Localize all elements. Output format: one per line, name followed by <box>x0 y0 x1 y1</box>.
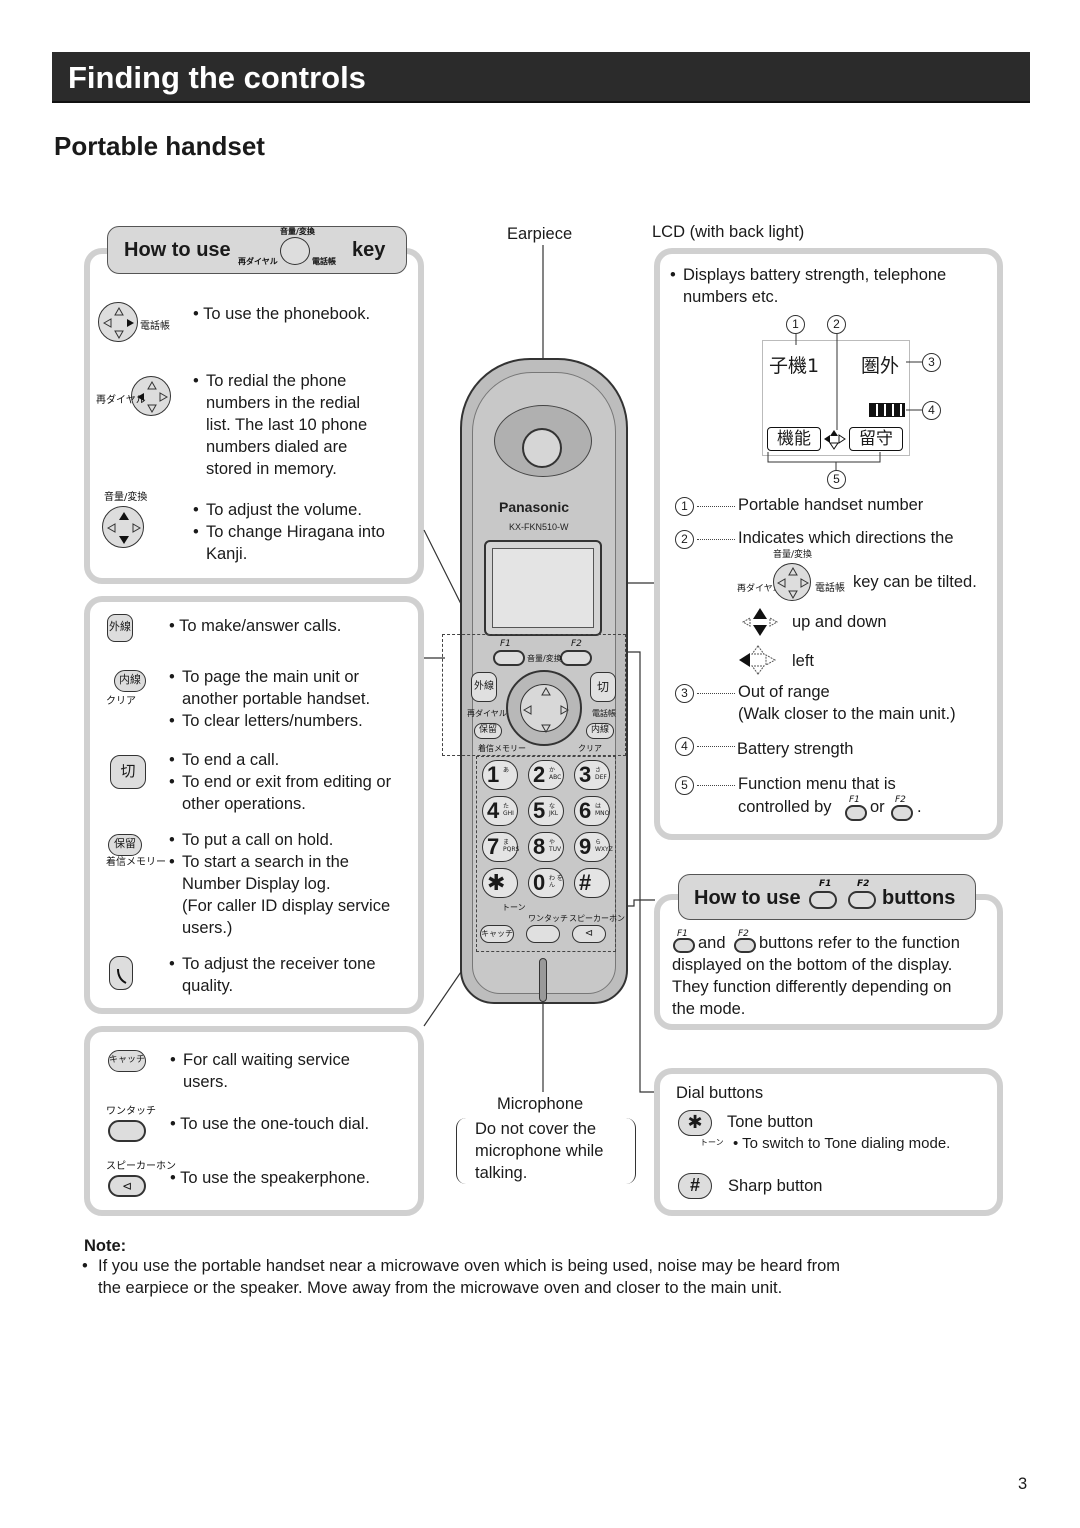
f-buttons-tab: How to use F1 F2 buttons <box>678 874 976 920</box>
earpiece-label: Earpiece <box>507 225 573 243</box>
page-number: 3 <box>1018 1475 1028 1493</box>
catch-button[interactable]: キャッチ <box>480 925 514 943</box>
f2-inline-icon <box>734 938 756 953</box>
end-call-key-icon: 切 <box>110 755 146 789</box>
speaker-text: • To use the speakerphone. <box>170 1169 370 1187</box>
f1-inline-icon <box>673 938 695 953</box>
left-arrow-icon <box>739 645 777 675</box>
gaisen-button[interactable]: 外線 <box>471 672 497 702</box>
phone-lcd-screen <box>484 540 602 636</box>
note-label: Note: <box>84 1237 127 1255</box>
phonebook-nav-icon <box>98 302 138 342</box>
keypad-outline <box>476 756 616 952</box>
end-button[interactable]: 切 <box>590 672 616 702</box>
nav-key-icon <box>280 237 310 265</box>
catch-key-icon: キャッチ <box>108 1050 146 1072</box>
sharp-button-icon: # <box>678 1173 712 1199</box>
redial-nav-icon <box>131 376 171 416</box>
hold-button[interactable]: 保留 <box>474 723 502 739</box>
lcd-label: LCD (with back light) <box>652 223 805 241</box>
gaisen-key-icon: 外線 <box>107 614 133 642</box>
item-3-text: Out of range <box>738 683 830 701</box>
onetouch-key-icon <box>108 1120 146 1142</box>
callout-2: 2 <box>827 315 846 334</box>
page-title: Finding the controls <box>68 60 366 95</box>
microphone-label: Microphone <box>497 1095 584 1113</box>
f2-small-icon <box>891 805 913 821</box>
dial-buttons-panel <box>654 1068 1003 1216</box>
brand-logo: Panasonic <box>499 499 570 515</box>
speaker-key-icon: ⊲ <box>108 1175 146 1197</box>
onetouch-button[interactable] <box>526 925 560 943</box>
keypad-button[interactable]: ✱ <box>482 868 518 898</box>
microphone-hole <box>539 958 547 1002</box>
f2-button[interactable] <box>560 650 592 666</box>
model-label: KX-FKN510-W <box>509 522 569 532</box>
speaker-button[interactable]: ⊲ <box>572 925 606 943</box>
item-1-text: Portable handset number <box>738 496 924 514</box>
naisen-key-icon: 内線 <box>114 670 146 692</box>
item-3-number: 3 <box>675 684 694 703</box>
nav-key-small-icon <box>773 563 811 601</box>
phonebook-text: • To use the phonebook. <box>193 305 371 323</box>
how-to-use-key-tab: How to use key 音量/変換 再ダイヤル 電話帳 <box>107 226 407 274</box>
keys-panel <box>84 596 424 1014</box>
soft-keys-outline <box>442 634 626 756</box>
up-down-arrow-icon <box>741 608 779 636</box>
callout-5: 5 <box>827 470 846 489</box>
tone-button-icon: ✱ <box>678 1110 712 1136</box>
section-heading: Portable handset <box>54 131 265 161</box>
keypad-button[interactable]: # <box>574 868 610 898</box>
naisen-button[interactable]: 内線 <box>586 723 614 739</box>
callout-1: 1 <box>786 315 805 334</box>
item-1-number: 1 <box>675 497 694 516</box>
receiver-tone-key-icon <box>109 956 133 990</box>
mic-note: Do not cover the microphone while talkin… <box>456 1118 636 1184</box>
earpiece-circle <box>522 428 562 468</box>
onetouch-text: • To use the one-touch dial. <box>170 1115 370 1133</box>
f1-small-icon <box>845 805 867 821</box>
callout-4: 4 <box>922 401 941 420</box>
item-2-text: Indicates which directions the <box>738 529 954 547</box>
hold-key-icon: 保留 <box>108 834 142 856</box>
item-4-number: 4 <box>675 737 694 756</box>
volume-nav-icon <box>102 506 144 548</box>
nav-key[interactable] <box>506 670 582 746</box>
item-4-text: Battery strength <box>737 740 854 758</box>
callout-3: 3 <box>922 353 941 372</box>
title-bar: Finding the controls <box>52 52 1030 103</box>
f1-button[interactable] <box>493 650 525 666</box>
item-5-text: Function menu that is <box>738 775 896 793</box>
lcd-illustration: 子機1 圏外 機能 留守 <box>762 340 910 456</box>
item-5-number: 5 <box>675 776 694 795</box>
item-2-number: 2 <box>675 530 694 549</box>
battery-icon <box>869 403 905 417</box>
